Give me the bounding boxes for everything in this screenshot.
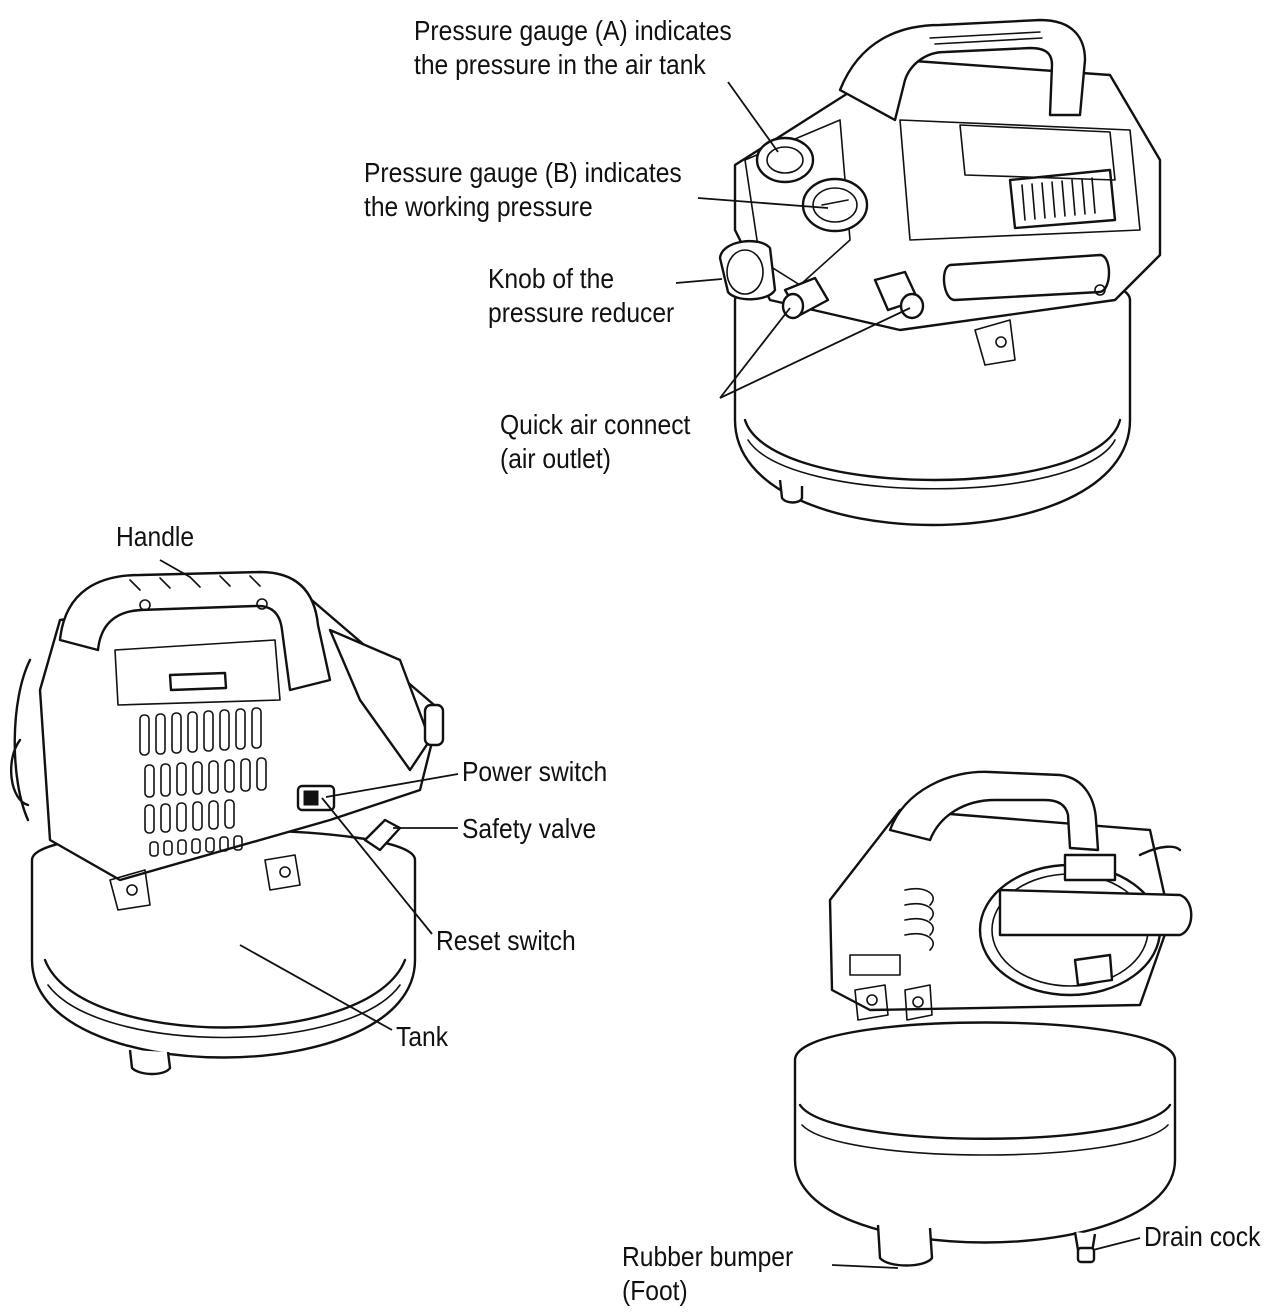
compressor-side-view bbox=[793, 770, 1193, 1267]
leader-knob bbox=[675, 278, 723, 284]
leader-rubber-bumper bbox=[831, 1264, 899, 1269]
label-drain-cock: Drain cock bbox=[1144, 1221, 1261, 1252]
label-pressure-gauge-b-line-2: the working pressure bbox=[364, 191, 593, 222]
label-pressure-gauge-a: Pressure gauge (A) indicates the pressur… bbox=[414, 14, 732, 82]
leader-quick-connect-1 bbox=[719, 307, 791, 399]
label-rubber-bumper: Rubber bumper (Foot) bbox=[622, 1240, 793, 1308]
label-safety-valve: Safety valve bbox=[462, 813, 597, 844]
label-pressure-gauge-b-line-1: Pressure gauge (B) indicates bbox=[364, 157, 682, 188]
compressor-rear-view bbox=[9, 570, 445, 1076]
label-pressure-reducer-knob-line-2: pressure reducer bbox=[488, 297, 675, 328]
leader-tank bbox=[239, 944, 393, 1031]
label-pressure-gauge-b: Pressure gauge (B) indicates the working… bbox=[364, 156, 682, 224]
leader-lines bbox=[159, 81, 1141, 1269]
leader-gauge-a bbox=[727, 81, 779, 153]
label-pressure-gauge-a-line-2: the pressure in the air tank bbox=[414, 49, 706, 80]
label-pressure-gauge-a-line-1: Pressure gauge (A) indicates bbox=[414, 15, 732, 46]
leader-quick-connect-2 bbox=[719, 307, 911, 399]
compressor-front-view bbox=[718, 18, 1162, 527]
label-pressure-reducer-knob-line-1: Knob of the bbox=[488, 263, 615, 294]
label-quick-air-connect: Quick air connect (air outlet) bbox=[500, 408, 690, 476]
leader-gauge-b bbox=[697, 197, 829, 209]
label-tank: Tank bbox=[396, 1021, 449, 1052]
label-reset-switch: Reset switch bbox=[436, 925, 576, 956]
leader-handle bbox=[159, 559, 191, 578]
leader-drain-cock bbox=[1092, 1237, 1141, 1251]
label-rubber-bumper-line-2: (Foot) bbox=[622, 1275, 688, 1306]
label-quick-air-connect-line-2: (air outlet) bbox=[500, 443, 611, 474]
label-handle: Handle bbox=[116, 521, 195, 552]
leader-power-switch bbox=[325, 773, 459, 798]
label-pressure-reducer-knob: Knob of the pressure reducer bbox=[488, 262, 674, 330]
label-quick-air-connect-line-1: Quick air connect bbox=[500, 409, 691, 440]
leader-reset-switch bbox=[321, 797, 433, 935]
label-rubber-bumper-line-1: Rubber bumper bbox=[622, 1241, 794, 1272]
label-power-switch: Power switch bbox=[462, 756, 608, 787]
